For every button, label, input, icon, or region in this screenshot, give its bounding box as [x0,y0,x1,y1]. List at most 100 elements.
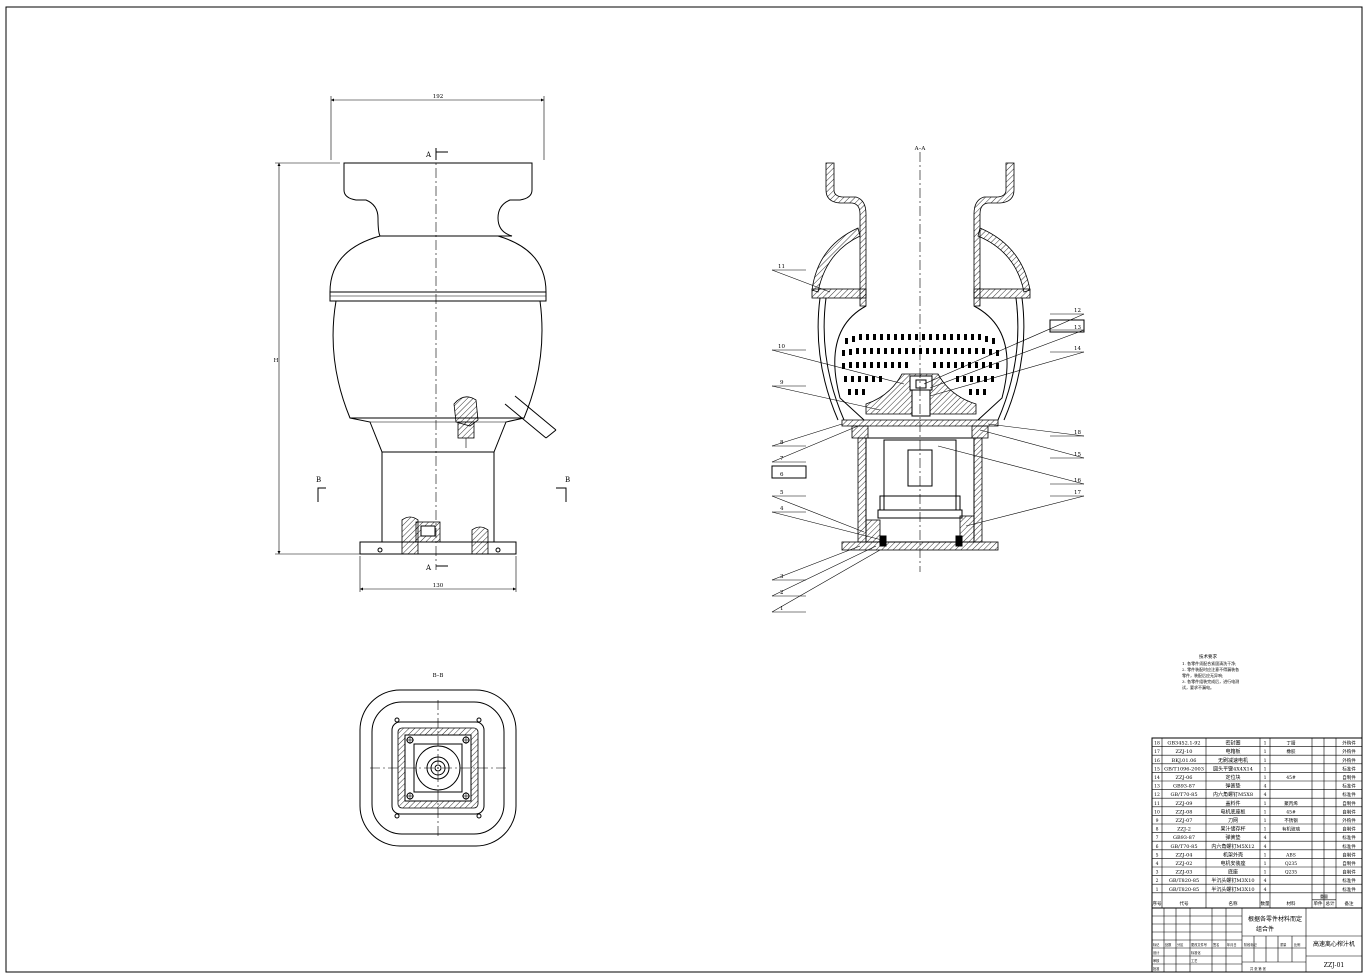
notes-line-1: 1. 各零件须配合紧固清洗干净; [1182,660,1236,666]
bom-cell-no: 16 [1154,758,1160,764]
bom-cell-code: ZZJ-07 [1175,818,1192,824]
bom-header-weight: 重量 [1320,893,1328,899]
bom-cell-material: Q235 [1285,861,1297,867]
bom-header-cell: 材料 [1287,900,1296,907]
bom-cell-code: GB/T70-85 [1170,844,1197,850]
bom-cell-qty: 4 [1264,844,1267,850]
row-label-zone: 分区 [1177,942,1184,947]
row-label-mark: 标记 [1153,942,1160,947]
bom-cell-remark: 自制件 [1342,808,1356,815]
bom-cell-material: 橡胶 [1287,748,1296,755]
callout-6: 6 [780,472,784,478]
bom-cell-qty: 1 [1264,801,1267,807]
bom-cell-code: BKJ.01.06 [1172,758,1197,764]
bom-cell-name: 底座 [1228,869,1238,876]
bom-cell-name: 内六角螺钉M5X8 [1213,791,1253,798]
bom-cell-remark: 外购件 [1342,740,1356,747]
bom-cell-no: 5 [1156,852,1159,858]
bom-cell-code: ZZJ-03 [1175,870,1192,876]
bom-cell-qty: 1 [1264,749,1267,755]
callout-10: 10 [778,344,785,350]
callout-12: 12 [1074,308,1081,314]
bom-cell-no: 17 [1154,749,1160,755]
bom-cell-name: 弹簧垫 [1225,834,1240,841]
material-note: 根据各零件材料而定 [1248,915,1302,923]
bom-header-cell: 代号 [1180,900,1189,907]
drawing-title: 高速离心榨汁机 [1313,940,1355,948]
drawing-number: ZZJ-01 [1324,962,1344,969]
label-scale: 比例 [1294,942,1300,947]
basket-perforations [842,334,999,395]
bom-cell-code: GB93-87 [1173,835,1195,841]
label-process: 工艺 [1191,958,1197,963]
front-view: 192 H 130 [274,94,570,592]
bom-cell-code: GB/T820-85 [1169,878,1199,884]
bom-cell-remark: 标准件 [1342,791,1356,798]
bom-cell-code: ZZJ-02 [1175,861,1192,867]
bom-cell-qty: 1 [1264,827,1267,833]
bom-cell-qty: 4 [1264,887,1267,893]
bom-cell-material: ABS [1285,852,1296,858]
label-sheets: 共 张 第 张 [1250,966,1267,971]
callout-18: 18 [1074,430,1081,436]
callout-13: 13 [1074,325,1081,331]
section-aa-view: A–A [771,146,1085,613]
bom-cell-material: 不锈钢 [1284,817,1298,824]
bom-cell-qty: 1 [1264,766,1267,772]
callout-8: 8 [780,440,784,446]
row-label-change: 更改文件号 [1191,942,1207,947]
bom-cell-code: GB/T1096-2003 [1164,766,1204,772]
technical-notes: 技术要求 1. 各零件须配合紧固清洗干净; 2. 零件装配时应注意不得漏装各 零… [1182,653,1239,690]
assembly-label: 组合件 [1256,925,1274,933]
bom-cell-no: 7 [1156,835,1159,841]
bom-cell-no: 2 [1156,878,1159,884]
sheet-border [5,6,1363,973]
bom-cell-name: 盖料件 [1225,800,1240,807]
bom-cell-name: 电箱板 [1225,748,1240,755]
bom-cell-qty: 1 [1264,741,1267,747]
row-label-date: 年月日 [1227,942,1237,947]
bom-cell-code: ZZJ-10 [1175,749,1192,755]
callout-11: 11 [778,264,785,270]
label-check: 审核 [1153,958,1160,963]
bom-cell-qty: 1 [1264,818,1267,824]
bom-cell-no: 13 [1154,784,1160,790]
bom-cell-name: 半沉头螺钉M3X10 [1211,877,1254,884]
bom-cell-no: 9 [1156,818,1159,824]
label-stage: 阶段标记 [1244,942,1258,947]
bom-cell-material: 45# [1286,775,1296,781]
bom-cell-no: 3 [1156,870,1159,876]
bom-cell-remark: 外购件 [1342,757,1356,764]
bom-cell-remark: 自制件 [1342,869,1356,876]
dim-height: H [274,358,279,364]
bom-header-cell: 序号 [1153,900,1162,907]
dim-top-width: 192 [433,94,444,100]
notes-line-2: 2. 零件装配时应注意不得漏装各 [1182,666,1239,672]
bom-cell-remark: 标准件 [1342,783,1356,790]
bom-cell-remark: 标准件 [1342,834,1356,841]
label-approve: 批准 [1153,966,1160,971]
callout-15: 15 [1074,452,1081,458]
bom-cell-no: 10 [1154,809,1160,815]
callout-7: 7 [780,456,784,462]
bom-cell-qty: 4 [1264,784,1267,790]
callout-4: 4 [780,506,784,512]
bom-cell-material: 聚丙烯 [1284,800,1298,807]
section-a-bottom-label: A [425,564,432,572]
bom-cell-code: ZZJ-09 [1175,801,1192,807]
bom-cell-code: GB3452.1-92 [1167,741,1200,747]
bom-cell-name: 定位块 [1225,774,1240,781]
callout-5: 5 [780,490,784,496]
bom-cell-remark: 外购件 [1342,817,1356,824]
bom-cell-name: 内六角螺钉M5X12 [1211,843,1254,850]
bom-cell-no: 6 [1156,844,1159,850]
bom-cell-name: 半沉头螺钉M3X10 [1211,886,1254,893]
bom-cell-material: 45# [1286,809,1296,815]
bom-cell-no: 15 [1154,766,1160,772]
bom-cell-name: 无刷减速电机 [1218,757,1248,764]
bom-cell-code: GB93-87 [1173,784,1195,790]
bom-cell-remark: 自制件 [1342,774,1356,781]
callout-16: 16 [1074,478,1081,484]
bom-cell-no: 18 [1154,741,1160,747]
